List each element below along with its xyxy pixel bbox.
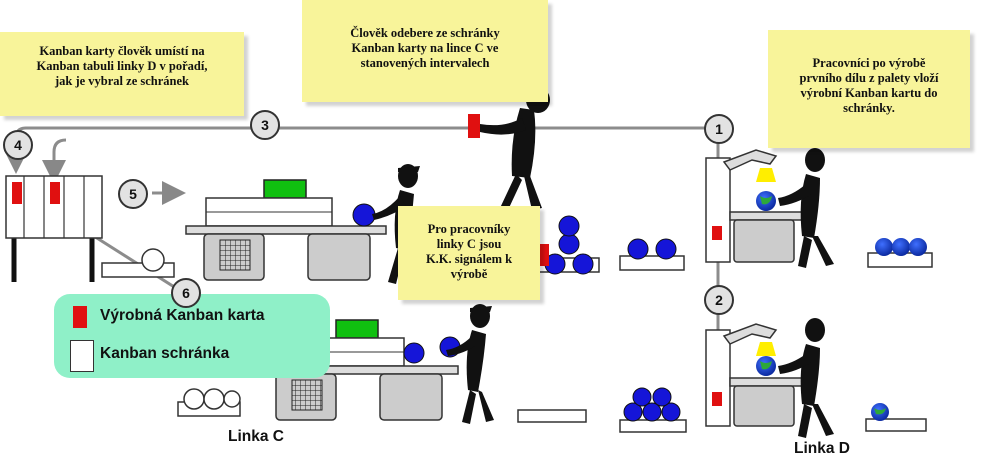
kanban-collector — [468, 87, 550, 210]
note-line-d-workers: Pracovníci po výrobě prvního dílu z pale… — [768, 30, 970, 148]
note-collector-line-3: stanovených intervalech — [360, 56, 490, 70]
note-line-c-signal: Pro pracovníky linky C jsou K.K. signále… — [398, 206, 540, 300]
note-line-c-line-2: linky C jsou — [436, 237, 502, 251]
note-board-line-1: Kanban karty člověk umístí na — [39, 44, 205, 58]
note-board-line-3: jak je vybral ze schránek — [54, 74, 189, 88]
note-line-c-line-4: výrobě — [450, 267, 488, 281]
note-worker-d-line-4: schránky. — [843, 101, 895, 115]
line-c-lower-station — [177, 304, 687, 433]
note-worker-d-line-2: prvního dílu z palety vloží — [799, 71, 939, 85]
step-marker-3: 3 — [250, 110, 280, 140]
note-worker-d-line-1: Pracovníci po výrobě — [812, 56, 926, 70]
arrow-collect-to-board — [4, 126, 716, 174]
note-board-placement: Kanban karty člověk umístí na Kanban tab… — [0, 32, 244, 116]
label-line-c: Linka C — [228, 428, 284, 445]
note-board-line-2: Kanban tabuli linky D v pořadí, — [36, 59, 208, 73]
line-d-lower-machine — [705, 318, 927, 438]
note-collector-line-2: Kanban karty na lince C ve — [351, 41, 499, 55]
kanban-board — [5, 175, 103, 282]
board-card-2 — [50, 182, 60, 204]
arrow-to-board-slot — [42, 138, 67, 184]
note-collector: Člověk odebere ze schránky Kanban karty … — [302, 0, 548, 102]
line-c-upper-station — [101, 164, 420, 284]
legend-production-card-label: Výrobná Kanban karta — [100, 307, 265, 324]
board-card-1 — [12, 182, 22, 204]
legend-production-card-swatch — [73, 306, 87, 328]
label-line-d: Linka D — [794, 440, 850, 457]
parts-stock — [534, 215, 933, 275]
step-marker-4: 4 — [3, 130, 33, 160]
step-marker-5: 5 — [118, 179, 148, 209]
step-marker-6: 6 — [171, 278, 201, 308]
step-marker-2: 2 — [704, 285, 734, 315]
note-line-c-line-3: K.K. signálem k — [425, 252, 513, 266]
note-collector-line-1: Člověk odebere ze schránky — [350, 26, 500, 40]
line-d-upper-machine — [705, 148, 834, 268]
legend-kanban-box-swatch — [70, 340, 94, 372]
note-worker-d-line-3: výrobní Kanban kartu do — [800, 86, 938, 100]
legend-kanban-box-label: Kanban schránka — [100, 345, 230, 362]
note-line-c-line-1: Pro pracovníky — [427, 222, 511, 236]
step-marker-1: 1 — [704, 114, 734, 144]
legend — [54, 294, 330, 378]
